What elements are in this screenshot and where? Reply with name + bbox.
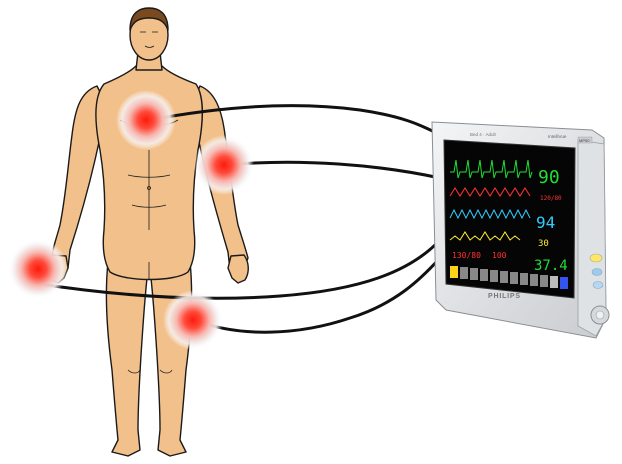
thigh-sensor[interactable] (163, 290, 223, 350)
soft-key[interactable] (560, 277, 568, 289)
right-hand (228, 255, 248, 283)
cable-shoulder (227, 162, 440, 178)
temp-readout: 37.4 (534, 258, 568, 274)
hand-sensor[interactable] (8, 239, 68, 299)
silence-button[interactable] (592, 269, 602, 276)
soft-key[interactable] (460, 267, 468, 279)
patient-monitor: Bed 4 · Adult IntelliVue MP50 90 120/80 … (432, 122, 609, 338)
nbp-readout: 120/80 (540, 195, 562, 202)
soft-key[interactable] (490, 270, 498, 282)
spo2-readout: 94 (536, 213, 555, 232)
soft-key[interactable] (520, 273, 528, 285)
monitor-header-right: IntelliVue (548, 134, 567, 139)
resp-readout: 30 (538, 239, 549, 249)
soft-key[interactable] (530, 274, 538, 286)
left-leg (106, 262, 148, 456)
chest-sensor[interactable] (116, 90, 176, 150)
soft-key[interactable] (510, 272, 518, 284)
soft-key[interactable] (550, 276, 558, 288)
soft-key[interactable] (500, 271, 508, 283)
model-badge-label: MP50 (579, 138, 590, 143)
soft-key[interactable] (450, 266, 458, 278)
soft-key[interactable] (540, 275, 548, 287)
soft-key[interactable] (470, 268, 478, 280)
hr-readout: 90 (538, 167, 560, 188)
alarm-button[interactable] (590, 254, 602, 262)
shoulder-sensor[interactable] (194, 135, 254, 195)
soft-key[interactable] (480, 269, 488, 281)
left-value-1: 130/80 (452, 251, 481, 260)
mode-button[interactable] (593, 282, 603, 289)
knob-center-icon (596, 311, 604, 319)
brand-logo: PHILIPS (488, 293, 521, 300)
left-value-2: 100 (492, 251, 507, 260)
monitor-header-left: Bed 4 · Adult (470, 132, 497, 137)
human-figure (48, 8, 248, 456)
